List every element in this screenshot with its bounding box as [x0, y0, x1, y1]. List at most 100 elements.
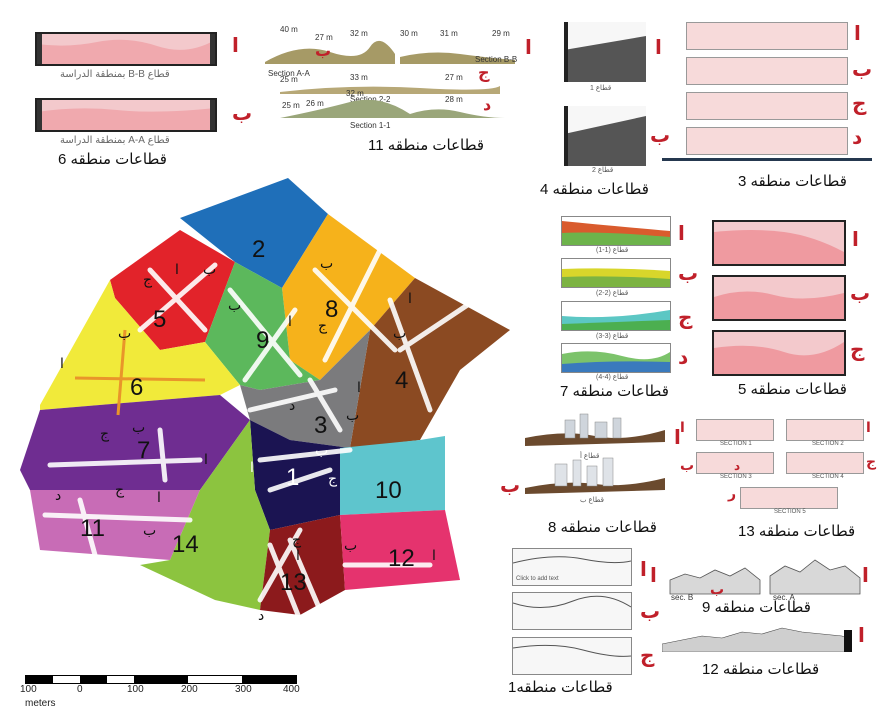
z4-label-2: قطاع 2 [592, 167, 614, 174]
zone-11 [30, 490, 200, 560]
z1-letter-j: ج [640, 645, 655, 667]
z13-letter-d: د [734, 459, 741, 473]
z9-letter-b: ب [710, 581, 725, 597]
zone-num-12: 12 [388, 545, 415, 572]
z11-h3-3: 28 m [445, 95, 463, 104]
z11-h1-0: 40 m [280, 25, 298, 34]
z7-caption: قطاعات منطقه 7 [560, 383, 669, 400]
zone-num-4: 4 [395, 367, 408, 394]
z1-click-text: Click to add text [516, 576, 559, 582]
z11-h1-1: 27 m [315, 33, 333, 42]
z1-letter-a: ا [640, 559, 647, 581]
zone-num-13: 13 [280, 569, 307, 596]
z13-sec-3: SECTION 3 [720, 474, 752, 480]
zone-2 [180, 178, 328, 288]
z12-letter-a: ا [858, 625, 865, 647]
map-l-4b: ب [393, 326, 406, 342]
z7-label-4: قطاع (4-4) [596, 374, 629, 381]
z4-section-2 [564, 106, 646, 166]
zone-num-10: 10 [375, 477, 402, 504]
map-l-9a: ا [288, 314, 292, 330]
z13-letter-r: ر [728, 485, 737, 501]
z8-label-a: قطاع أ [580, 453, 600, 460]
z11-letter-a: ا [525, 37, 532, 59]
z11-sec-22: Section 2-2 [350, 95, 391, 104]
z3-letter-b: ب [852, 59, 873, 81]
z11-sec-bb: Section B-B [475, 55, 517, 64]
z13-sec-1: SECTION 1 [720, 441, 752, 447]
z13-section-1 [696, 419, 774, 441]
z6-caption: قطاعات منطقه 6 [58, 151, 167, 168]
z11-caption: قطاعات منطقه 11 [368, 137, 485, 154]
map-l-8b: ب [320, 256, 333, 272]
z13-sec-5: SECTION 5 [774, 509, 806, 515]
z8-letter-a: ا [674, 427, 681, 449]
z13-sec-4: SECTION 4 [812, 474, 844, 480]
z3-letter-d: د [852, 127, 863, 149]
z5-letter-b: ب [850, 283, 871, 305]
zone-num-14: 14 [172, 531, 199, 558]
z13-letter-j: ج [866, 453, 877, 469]
map-l-12a: ا [432, 548, 436, 564]
z5-letter-j: ج [850, 339, 865, 361]
z9-sec-a: sec. A [773, 593, 795, 602]
z7-section-4 [561, 343, 671, 373]
z5-caption: قطاعات منطقه 5 [738, 381, 847, 398]
zone-4 [350, 278, 510, 448]
z8-letter-b: ب [500, 475, 521, 497]
zone-num-11: 11 [80, 515, 105, 542]
map-l-1a: ا [250, 460, 254, 476]
z8-label-b: قطاع ب [580, 497, 604, 504]
z9-sec-b: sec. B [671, 593, 693, 602]
scale-tick-1: 0 [77, 684, 83, 695]
map-l-11a: ا [157, 490, 161, 506]
map-l-3a: ا [357, 380, 361, 396]
z9-caption: قطاعات منطقه 9 [702, 599, 811, 616]
map-l-13d: د [258, 608, 264, 624]
z3-section-1 [686, 22, 848, 50]
map-l-11j: ج [115, 482, 125, 498]
scale-tick-2: 100 [127, 684, 144, 695]
zones-map: 2 5 8 9 6 4 3 7 1 10 11 14 13 12 ا ب ج ب… [20, 178, 510, 624]
z4-letter-a: ا [655, 37, 662, 59]
zone-12 [340, 510, 460, 590]
z6-letter-a: ا [232, 35, 239, 57]
map-l-3b: ب [346, 408, 359, 424]
z5-section-2 [712, 275, 846, 321]
map-l-7b: ب [132, 420, 145, 436]
z4-label-1: قطاع 1 [590, 85, 612, 92]
z5-section-1 [712, 220, 846, 266]
z11-h3-0: 25 m [282, 101, 300, 110]
z6-title-a: قطاع B-B بمنطقة الدراسة [60, 69, 170, 80]
zone-5 [110, 230, 235, 350]
zone-num-3: 3 [314, 412, 327, 439]
z1-section-3 [512, 637, 632, 675]
z3-letter-a: ا [854, 23, 861, 45]
z3-section-4 [686, 127, 848, 155]
z1-caption: قطاعات منطقه1 [508, 679, 613, 696]
z3-section-2 [686, 57, 848, 85]
scale-tick-4: 300 [235, 684, 252, 695]
z13-sec-2: SECTION 2 [812, 441, 844, 447]
scale-tick-0: 100 [20, 684, 37, 695]
z11-sec-aa: Section A-A [268, 69, 310, 78]
map-l-4a: ا [408, 291, 412, 307]
map-l-7j: ج [100, 426, 110, 442]
z11-h3-2: 32 m [346, 89, 364, 98]
z11-h1-3: 30 m [400, 29, 418, 38]
map-l-5a: ا [175, 262, 179, 278]
z7-letter-d: د [678, 347, 689, 369]
z4-caption: قطاعات منطقه 4 [540, 181, 649, 198]
z7-letter-a: ا [678, 223, 685, 245]
z3-caption: قطاعات منطقه 3 [738, 173, 847, 190]
zone-num-7: 7 [137, 437, 150, 464]
z3-section-3 [686, 92, 848, 120]
zone-num-2: 2 [252, 236, 265, 263]
z11-h1-2: 32 m [350, 29, 368, 38]
z13-letter-a1: ا [680, 419, 685, 435]
z3-letter-j: ج [852, 93, 867, 115]
map-l-11b: ب [143, 523, 156, 539]
map-l-1j: ج [328, 471, 338, 487]
map-l-1b: ب [315, 443, 328, 459]
zone-3 [240, 330, 370, 448]
